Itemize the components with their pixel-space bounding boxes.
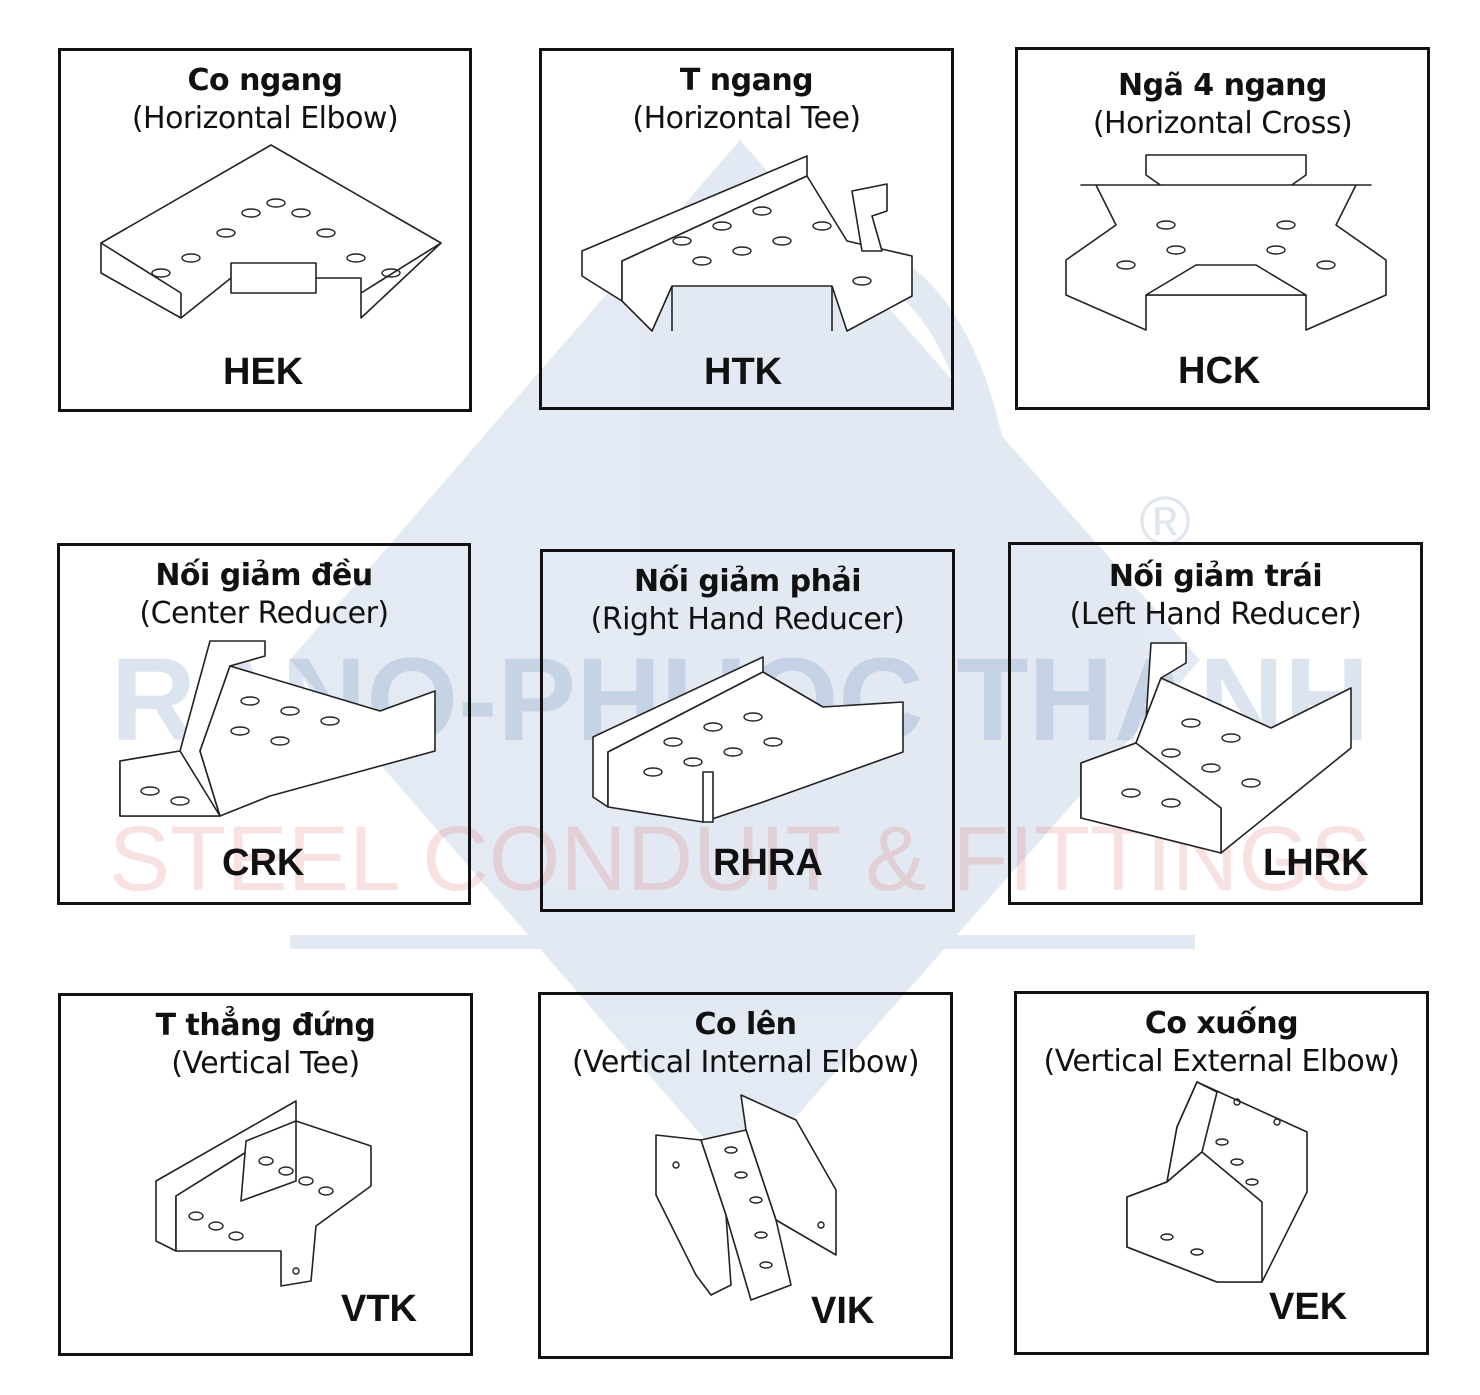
- fitting-code: VIK: [811, 1290, 875, 1332]
- fitting-card-crk: Nối giảm đều (Center Reducer) CRK: [57, 543, 471, 905]
- fitting-name-en: (Center Reducer): [139, 596, 389, 631]
- watermark-baseline: [290, 935, 1195, 949]
- fitting-name-en: (Left Hand Reducer): [1069, 597, 1362, 632]
- fitting-card-hek: Co ngang (Horizontal Elbow) HEK: [58, 48, 472, 412]
- fitting-name-vi: Nối giảm phải: [633, 564, 862, 599]
- vertical-internal-elbow-icon: [655, 1094, 841, 1301]
- vertical-tee-icon: [155, 1100, 376, 1287]
- fitting-name-en: (Right Hand Reducer): [590, 602, 905, 637]
- right-hand-reducer-icon: [592, 652, 913, 823]
- horizontal-cross-icon: [1065, 154, 1387, 335]
- fitting-name-vi: Co lên: [694, 1007, 797, 1042]
- vertical-external-elbow-icon: [1126, 1081, 1312, 1283]
- fitting-card-vtk: T thẳng đứng (Vertical Tee) VTK: [58, 993, 473, 1356]
- fitting-name-en: (Horizontal Tee): [632, 101, 861, 136]
- fitting-card-htk: T ngang (Horizontal Tee) HTK: [539, 48, 954, 410]
- center-reducer-icon: [119, 640, 436, 817]
- fitting-name-vi: T thẳng đứng: [155, 1008, 376, 1043]
- fitting-code: HCK: [1178, 350, 1261, 392]
- fitting-name-vi: T ngang: [679, 63, 814, 98]
- fitting-card-hck: Ngã 4 ngang (Horizontal Cross) HCK: [1015, 47, 1430, 410]
- fitting-code: HEK: [223, 351, 304, 393]
- watermark-diamond-shape: [290, 140, 1200, 1180]
- fitting-name-vi: Nối giảm trái: [1108, 559, 1323, 594]
- fitting-code: LHRK: [1263, 842, 1369, 884]
- fitting-card-lhrk: Nối giảm trái (Left Hand Reducer) LHRK: [1008, 542, 1423, 905]
- fitting-name-en: (Vertical Internal Elbow): [571, 1045, 920, 1080]
- fitting-code: VEK: [1269, 1286, 1348, 1328]
- fitting-name-vi: Co xuống: [1144, 1006, 1299, 1041]
- fitting-name-vi: Ngã 4 ngang: [1118, 68, 1328, 103]
- fitting-code: VTK: [341, 1288, 417, 1330]
- watermark-registered-mark: ®: [1139, 482, 1191, 560]
- fitting-code: RHRA: [713, 842, 823, 884]
- horizontal-elbow-icon: [100, 143, 442, 323]
- horizontal-tee-icon: [581, 155, 913, 336]
- fitting-code: HTK: [704, 351, 783, 393]
- fitting-card-vik: Co lên (Vertical Internal Elbow) VIK: [538, 992, 953, 1359]
- left-hand-reducer-icon: [1080, 642, 1361, 858]
- fitting-card-vek: Co xuống (Vertical External Elbow) VEK: [1014, 991, 1429, 1355]
- fitting-card-rhra: Nối giảm phải (Right Hand Reducer) RHRA: [540, 549, 955, 912]
- fitting-name-en: (Horizontal Elbow): [131, 101, 399, 136]
- fitting-name-en: (Horizontal Cross): [1092, 106, 1353, 141]
- fitting-name-vi: Nối giảm đều: [155, 558, 373, 593]
- fitting-code: CRK: [222, 842, 305, 884]
- fitting-name-en: (Vertical External Elbow): [1043, 1044, 1400, 1079]
- fitting-name-vi: Co ngang: [187, 63, 343, 98]
- fitting-name-en: (Vertical Tee): [171, 1046, 360, 1081]
